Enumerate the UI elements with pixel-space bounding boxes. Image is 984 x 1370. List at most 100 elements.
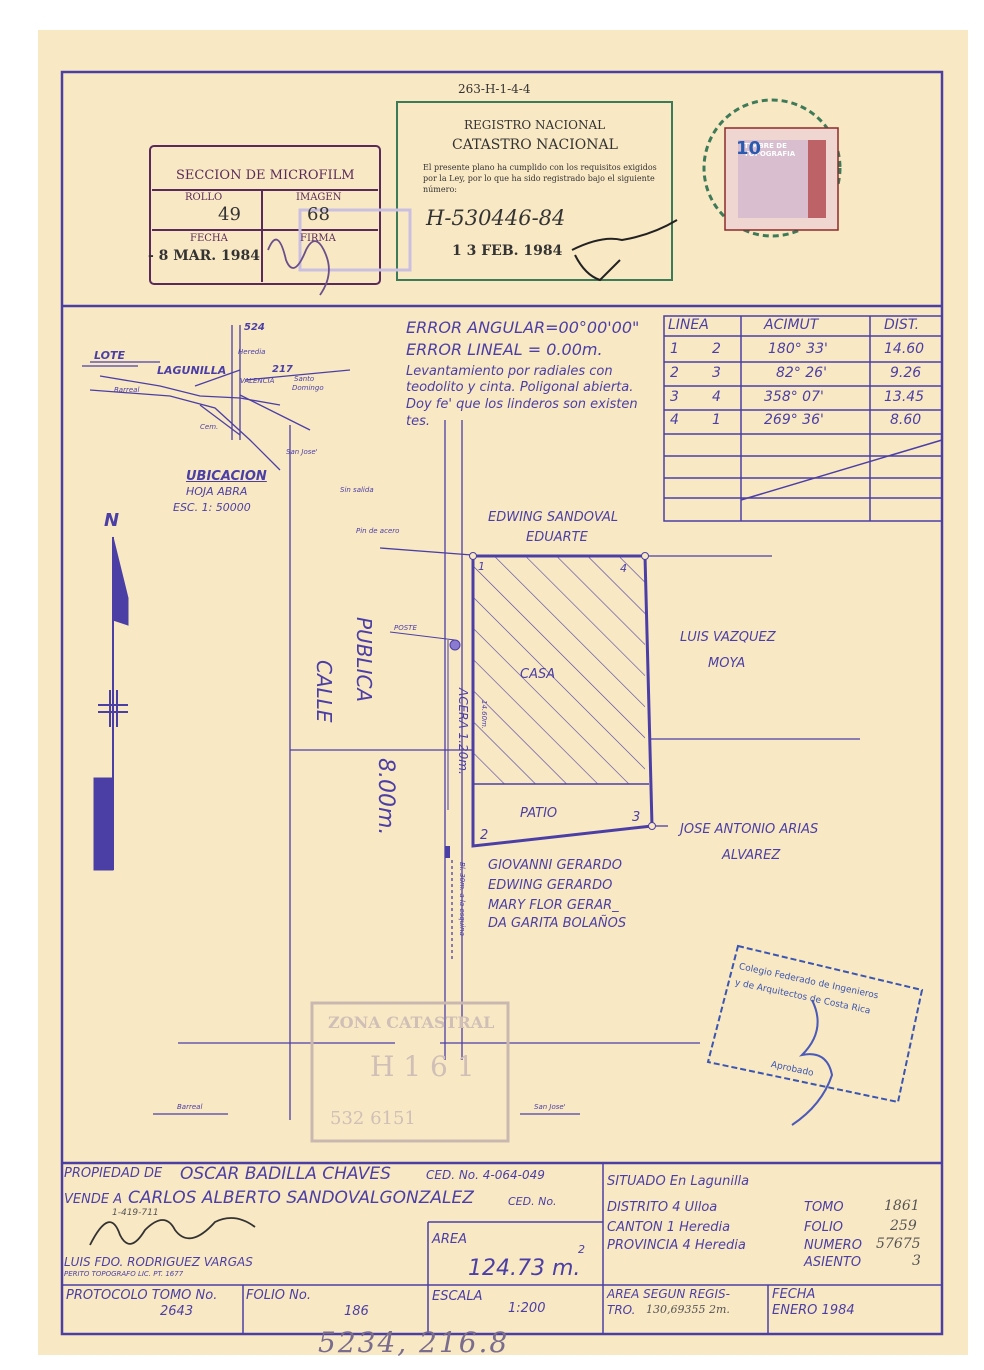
north-owner-1: EDWING SANDOVAL <box>488 510 619 525</box>
south-owner-3: MARY FLOR GERAR_ <box>488 898 619 913</box>
table-row-2-to: 3 <box>712 365 721 381</box>
casa-hatched-area <box>473 556 645 784</box>
corner-4: 4 <box>620 562 627 575</box>
north-owner-2: EDUARTE <box>526 530 588 545</box>
table-row-1-dist: 14.60 <box>884 341 925 357</box>
asiento-label: ASIENTO <box>804 1255 862 1270</box>
surveyor-signature <box>89 1217 256 1246</box>
distrito: DISTRITO 4 Ulloa <box>607 1200 718 1215</box>
fecha-label: FECHA <box>190 233 228 244</box>
calle-label: CALLE <box>312 660 336 723</box>
vende-ced: CED. No. <box>508 1195 557 1208</box>
ghost-stamp-box <box>310 1001 510 1143</box>
colegio-stamp-box <box>706 944 924 1104</box>
south-owner-2: EDWING GERARDO <box>488 878 613 893</box>
table-header-linea: LINEA <box>668 317 709 333</box>
ghost-line1: ZONA CATASTRAL <box>328 1013 495 1032</box>
vende-name: CARLOS ALBERTO SANDOVALGONZALEZ <box>128 1188 474 1208</box>
patio-label: PATIO <box>520 806 558 821</box>
area-label: AREA <box>432 1232 468 1247</box>
imagen-label: IMAGEN <box>296 192 342 203</box>
escala-value: 1:200 <box>508 1301 546 1316</box>
poste-leader <box>389 631 456 641</box>
escala-label: ESCALA <box>432 1289 483 1304</box>
fecha-footer-label: FECHA <box>772 1287 816 1302</box>
location-map-lines <box>89 325 351 471</box>
folio-no-label: FOLIO No. <box>246 1288 311 1303</box>
poste-label: POSTE <box>394 624 417 632</box>
survey-note-4: tes. <box>406 414 431 429</box>
ghost-line3: 532 6151 <box>330 1108 416 1129</box>
outer-frame <box>60 70 944 1336</box>
folio-no-value: 186 <box>344 1304 369 1319</box>
numero-label: NUMERO <box>804 1238 862 1253</box>
registro-numero: H-530446-84 <box>426 206 566 230</box>
fecha-value: - 8 MAR. 1984 <box>148 248 261 264</box>
plan-san-jose: San Jose' <box>534 1103 566 1111</box>
table-row-3-from: 3 <box>670 389 679 405</box>
table-row-3-azimuth: 358° 07' <box>764 389 824 405</box>
prop-label: PROPIEDAD DE <box>64 1166 163 1181</box>
map-barreal: Barreal <box>114 386 140 394</box>
table-row-3-dist: 13.45 <box>884 389 925 405</box>
corner-2: 2 <box>480 828 489 843</box>
map-lagunilla: LAGUNILLA <box>157 364 227 377</box>
corner-3: 3 <box>632 810 641 825</box>
map-524: 524 <box>244 322 265 333</box>
error-angular: ERROR ANGULAR=00°00'00" <box>406 318 640 337</box>
casa-label: CASA <box>520 667 556 682</box>
protocolo-value: 2643 <box>160 1304 194 1319</box>
map-cem: Cem. <box>200 423 219 431</box>
situado: SITUADO En Lagunilla <box>607 1174 750 1189</box>
south-owner-4: DA GARITA BOLAÑOS <box>488 916 627 931</box>
footer-grid <box>62 1163 942 1334</box>
rollo-value: 49 <box>218 204 241 225</box>
map-escala: ESC. 1: 50000 <box>173 501 251 514</box>
table-row-2-azimuth: 82° 26' <box>776 365 827 381</box>
map-ubicacion: UBICACION <box>186 469 267 484</box>
protocolo-label: PROTOCOLO TOMO No. <box>66 1288 218 1303</box>
registro-signature <box>571 219 678 282</box>
map-217: 217 <box>272 364 293 375</box>
microfilm-stamp-box <box>149 145 381 285</box>
prop-name: OSCAR BADILLA CHAVES <box>180 1164 391 1184</box>
folio-label: FOLIO <box>804 1220 844 1235</box>
map-hoja: HOJA ABRA <box>186 485 248 498</box>
firma-label: FIRMA <box>300 233 336 244</box>
bl-marker <box>445 846 450 858</box>
azimuth-table-grid <box>663 315 943 522</box>
asiento-value: 3 <box>912 1253 921 1269</box>
registro-text-2: registrado bajo el siguiente número: <box>423 174 655 194</box>
registro-text: El presente plano ha cumplido con los re… <box>423 162 658 195</box>
se-owner-2: ALVAREZ <box>722 848 781 863</box>
corner-1: 1 <box>478 560 485 573</box>
tomo-value: 1861 <box>884 1198 920 1214</box>
map-lote: LOTE <box>94 349 125 362</box>
se-owner-1: JOSE ANTONIO ARIAS <box>680 822 819 837</box>
table-row-4-azimuth: 269° 36' <box>764 412 824 428</box>
vende-ced-num: 1-419-711 <box>112 1208 159 1218</box>
ghost-stamp-box-2 <box>298 208 412 272</box>
area-reg-label-2: TRO. <box>607 1303 636 1317</box>
area-reg-value: 130,69355 2m. <box>646 1303 730 1316</box>
map-santo: Santo <box>294 375 315 383</box>
registro-fecha: 1 3 FEB. 1984 <box>452 243 563 259</box>
side-distance: 14.60m. <box>480 700 488 730</box>
registro-line2: CATASTRO NACIONAL <box>452 137 618 153</box>
table-header-acimut: ACIMUT <box>764 317 819 333</box>
fecha-footer-value: ENERO 1984 <box>772 1303 855 1318</box>
sheet-reference: 263-H-1-4-4 <box>458 82 531 96</box>
street-lines <box>82 365 860 1120</box>
table-row-1-from: 1 <box>670 341 679 357</box>
east-owner-2: MOYA <box>708 656 746 671</box>
prop-ced: CED. No. 4-064-049 <box>426 1168 545 1182</box>
map-domingo: Domingo <box>292 384 324 392</box>
poste-marker <box>449 639 461 651</box>
north-label: N <box>104 510 120 531</box>
canton: CANTON 1 Heredia <box>607 1220 731 1235</box>
folio-value: 259 <box>890 1218 917 1234</box>
surveyor-title: PERITO TOPOGRAFO LIC. PT. 1677 <box>64 1270 184 1278</box>
street-width: 8.00m. <box>373 758 398 836</box>
table-row-1-azimuth: 180° 33' <box>768 341 828 357</box>
